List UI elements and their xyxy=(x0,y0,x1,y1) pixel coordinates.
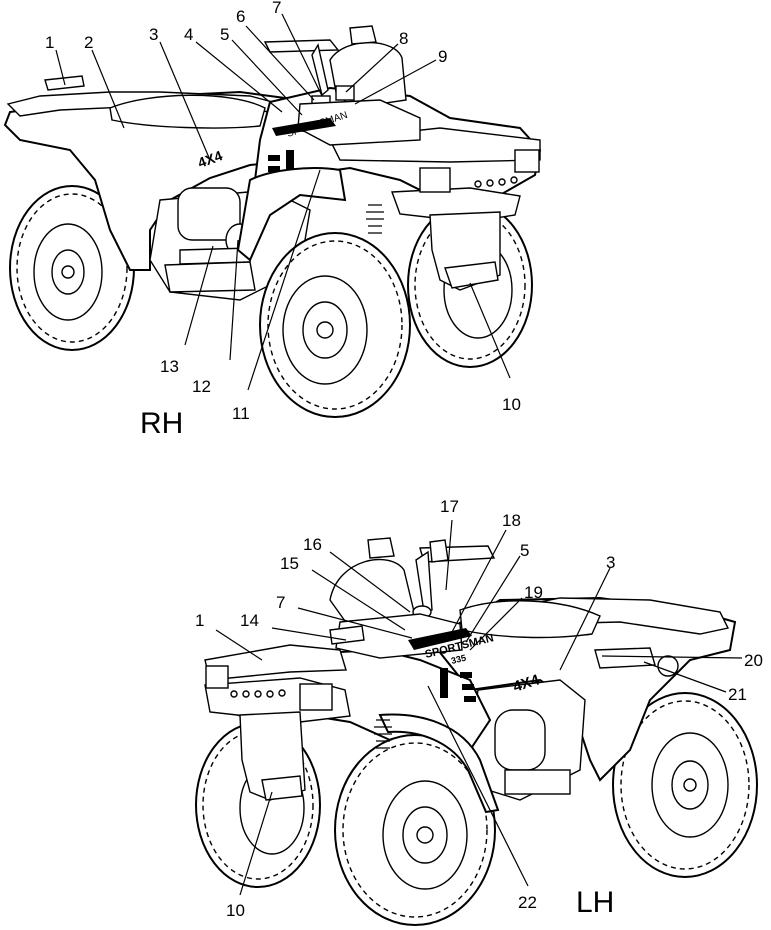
lh-decal-cc-text: 335 xyxy=(450,653,467,666)
lh-callout: 22 xyxy=(518,893,537,912)
rh-callout: 2 xyxy=(84,33,93,52)
rh-atv-illustration: SPORTSMAN 4X4 xyxy=(3,25,542,418)
rh-callout: 8 xyxy=(399,29,408,48)
rh-leader-lines xyxy=(55,13,511,391)
lh-near-front-wheel xyxy=(334,734,496,926)
lh-leader-lines xyxy=(215,519,743,896)
lh-callout: 7 xyxy=(276,593,285,612)
lh-callout: 18 xyxy=(502,511,521,530)
lh-callout: 16 xyxy=(303,535,322,554)
lh-callout: 20 xyxy=(744,651,763,670)
rh-rear-wheel xyxy=(9,185,135,351)
rh-callout: 12 xyxy=(192,377,211,396)
rh-view-label: RH xyxy=(140,407,183,440)
lh-front-lights xyxy=(230,689,286,698)
lh-view-label: LH xyxy=(576,886,614,919)
rh-callout: 1 xyxy=(45,33,54,52)
rh-callouts: 1 2 3 4 5 6 7 8 9 10 11 12 13 RH xyxy=(45,0,521,440)
rh-callout: 6 xyxy=(236,7,245,26)
lh-callouts: 17 18 16 15 5 19 3 1 14 7 20 21 10 22 LH xyxy=(195,497,763,920)
rh-callout: 13 xyxy=(160,357,179,376)
lh-callout: 15 xyxy=(280,554,299,573)
rh-callout: 10 xyxy=(502,395,521,414)
lh-callout: 5 xyxy=(520,541,529,560)
lh-callout: 10 xyxy=(226,901,245,920)
rh-callout: 4 xyxy=(184,25,193,44)
lh-atv-illustration: SPORTSMAN 335 4X4 xyxy=(195,537,758,926)
rh-callout: 5 xyxy=(220,25,229,44)
lh-callout: 19 xyxy=(524,583,543,602)
rh-front-lights xyxy=(474,176,518,188)
lh-rear-wheel xyxy=(612,692,758,878)
rh-callout: 3 xyxy=(149,25,158,44)
rh-callout: 7 xyxy=(272,0,281,17)
rh-near-front-wheel xyxy=(259,232,411,418)
lh-callout: 3 xyxy=(606,553,615,572)
lh-callout: 14 xyxy=(240,611,259,630)
rh-callout: 11 xyxy=(232,404,250,423)
lh-callout: 21 xyxy=(728,685,747,704)
lh-callout: 17 xyxy=(440,497,459,516)
lh-callout: 1 xyxy=(195,611,204,630)
rh-callout: 9 xyxy=(438,47,447,66)
